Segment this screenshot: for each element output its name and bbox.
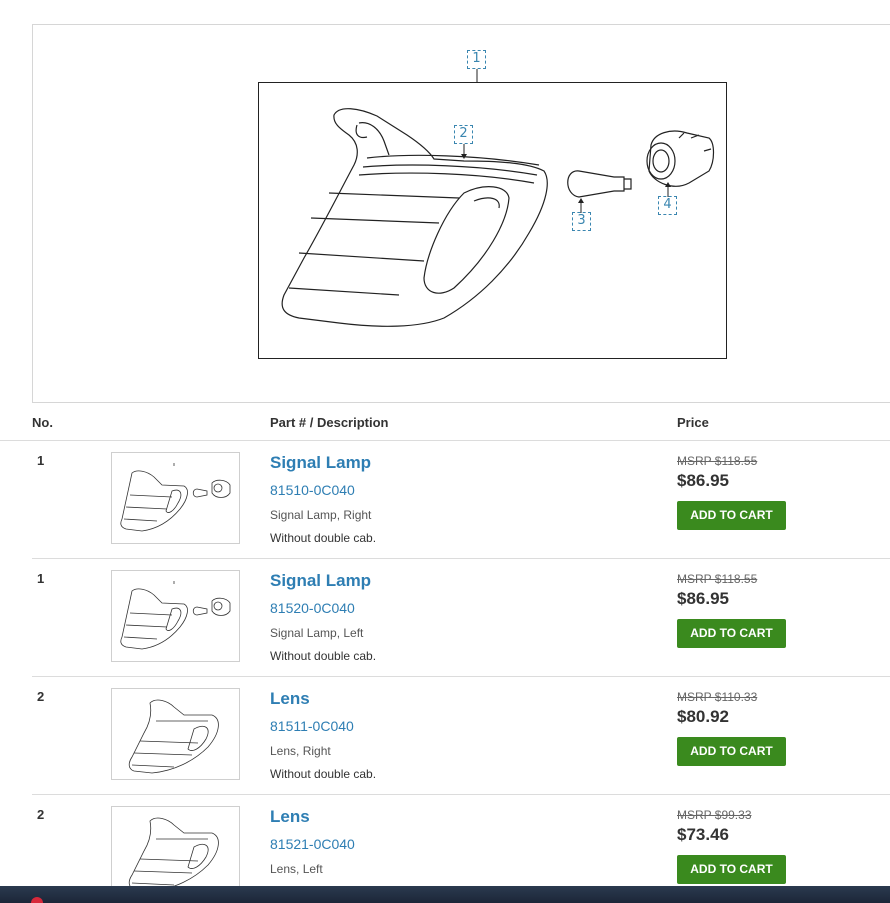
sale-price: $80.92 bbox=[677, 707, 729, 726]
part-description: Signal Lamp, Right bbox=[270, 508, 372, 522]
notification-badge-icon[interactable] bbox=[31, 897, 43, 903]
part-title-link[interactable]: Signal Lamp bbox=[270, 571, 372, 590]
part-description: Signal Lamp, Left bbox=[270, 626, 364, 640]
signal-lamp-thumbnail-image bbox=[120, 463, 231, 532]
table-row: 2 Lens 81511-0C040 Lens, Right Without d… bbox=[32, 677, 890, 795]
callout-2-arrow bbox=[461, 144, 467, 159]
lens-thumbnail-image bbox=[128, 699, 219, 774]
callout-1-leader bbox=[476, 69, 478, 83]
sale-price: $86.95 bbox=[677, 589, 729, 608]
table-row: 1 Signal Lamp 81510-0C040 Signal Lamp, R… bbox=[32, 441, 890, 559]
callout-1[interactable]: 1 bbox=[467, 50, 486, 69]
callout-2[interactable]: 2 bbox=[454, 125, 473, 144]
callout-4[interactable]: 4 bbox=[658, 196, 677, 215]
row-number: 1 bbox=[37, 453, 45, 468]
header-price: Price bbox=[677, 415, 709, 430]
parts-table-header: No. Part # / Description Price bbox=[0, 405, 890, 441]
part-note: Without double cab. bbox=[270, 767, 377, 781]
callout-4-arrow bbox=[665, 182, 671, 197]
msrp-price: MSRP $99.33 bbox=[677, 808, 752, 822]
part-thumbnail[interactable] bbox=[111, 806, 240, 886]
msrp-price: MSRP $110.33 bbox=[677, 690, 758, 704]
sale-price: $73.46 bbox=[677, 825, 729, 844]
msrp-price: MSRP $118.55 bbox=[677, 454, 758, 468]
add-to-cart-button[interactable]: ADD TO CART bbox=[677, 501, 786, 530]
part-thumbnail[interactable] bbox=[111, 688, 240, 780]
os-taskbar bbox=[0, 886, 890, 903]
callout-3[interactable]: 3 bbox=[572, 212, 591, 231]
add-to-cart-button[interactable]: ADD TO CART bbox=[677, 737, 786, 766]
lens-thumbnail-image bbox=[128, 817, 219, 886]
part-description: Lens, Left bbox=[270, 862, 323, 876]
part-note: Without double cab. bbox=[270, 649, 377, 663]
row-number: 2 bbox=[37, 807, 45, 822]
header-description: Part # / Description bbox=[270, 415, 389, 430]
part-title-link[interactable]: Lens bbox=[270, 689, 310, 708]
signal-lamp-drawing bbox=[281, 108, 715, 327]
diagram-frame bbox=[258, 82, 727, 359]
part-number-link[interactable]: 81520-0C040 bbox=[270, 600, 355, 616]
add-to-cart-button[interactable]: ADD TO CART bbox=[677, 619, 786, 648]
part-number-link[interactable]: 81521-0C040 bbox=[270, 836, 355, 852]
part-description: Lens, Right bbox=[270, 744, 331, 758]
row-number: 1 bbox=[37, 571, 45, 586]
part-note: Without double cab. bbox=[270, 531, 377, 545]
signal-lamp-thumbnail-image bbox=[120, 581, 231, 650]
row-number: 2 bbox=[37, 689, 45, 704]
msrp-price: MSRP $118.55 bbox=[677, 572, 758, 586]
sale-price: $86.95 bbox=[677, 471, 729, 490]
header-no: No. bbox=[32, 415, 53, 430]
part-thumbnail[interactable] bbox=[111, 570, 240, 662]
part-number-link[interactable]: 81510-0C040 bbox=[270, 482, 355, 498]
part-title-link[interactable]: Signal Lamp bbox=[270, 453, 372, 472]
add-to-cart-button[interactable]: ADD TO CART bbox=[677, 855, 786, 884]
table-row: 1 Signal Lamp 81520-0C040 Signal Lamp, L… bbox=[32, 559, 890, 677]
part-thumbnail[interactable] bbox=[111, 452, 240, 544]
callout-3-arrow bbox=[578, 198, 584, 213]
part-title-link[interactable]: Lens bbox=[270, 807, 310, 826]
part-number-link[interactable]: 81511-0C040 bbox=[270, 718, 354, 734]
parts-diagram-panel: 1 bbox=[32, 24, 890, 403]
table-row: 2 Lens 81521-0C040 Lens, Left MSRP $99.3… bbox=[32, 795, 890, 886]
